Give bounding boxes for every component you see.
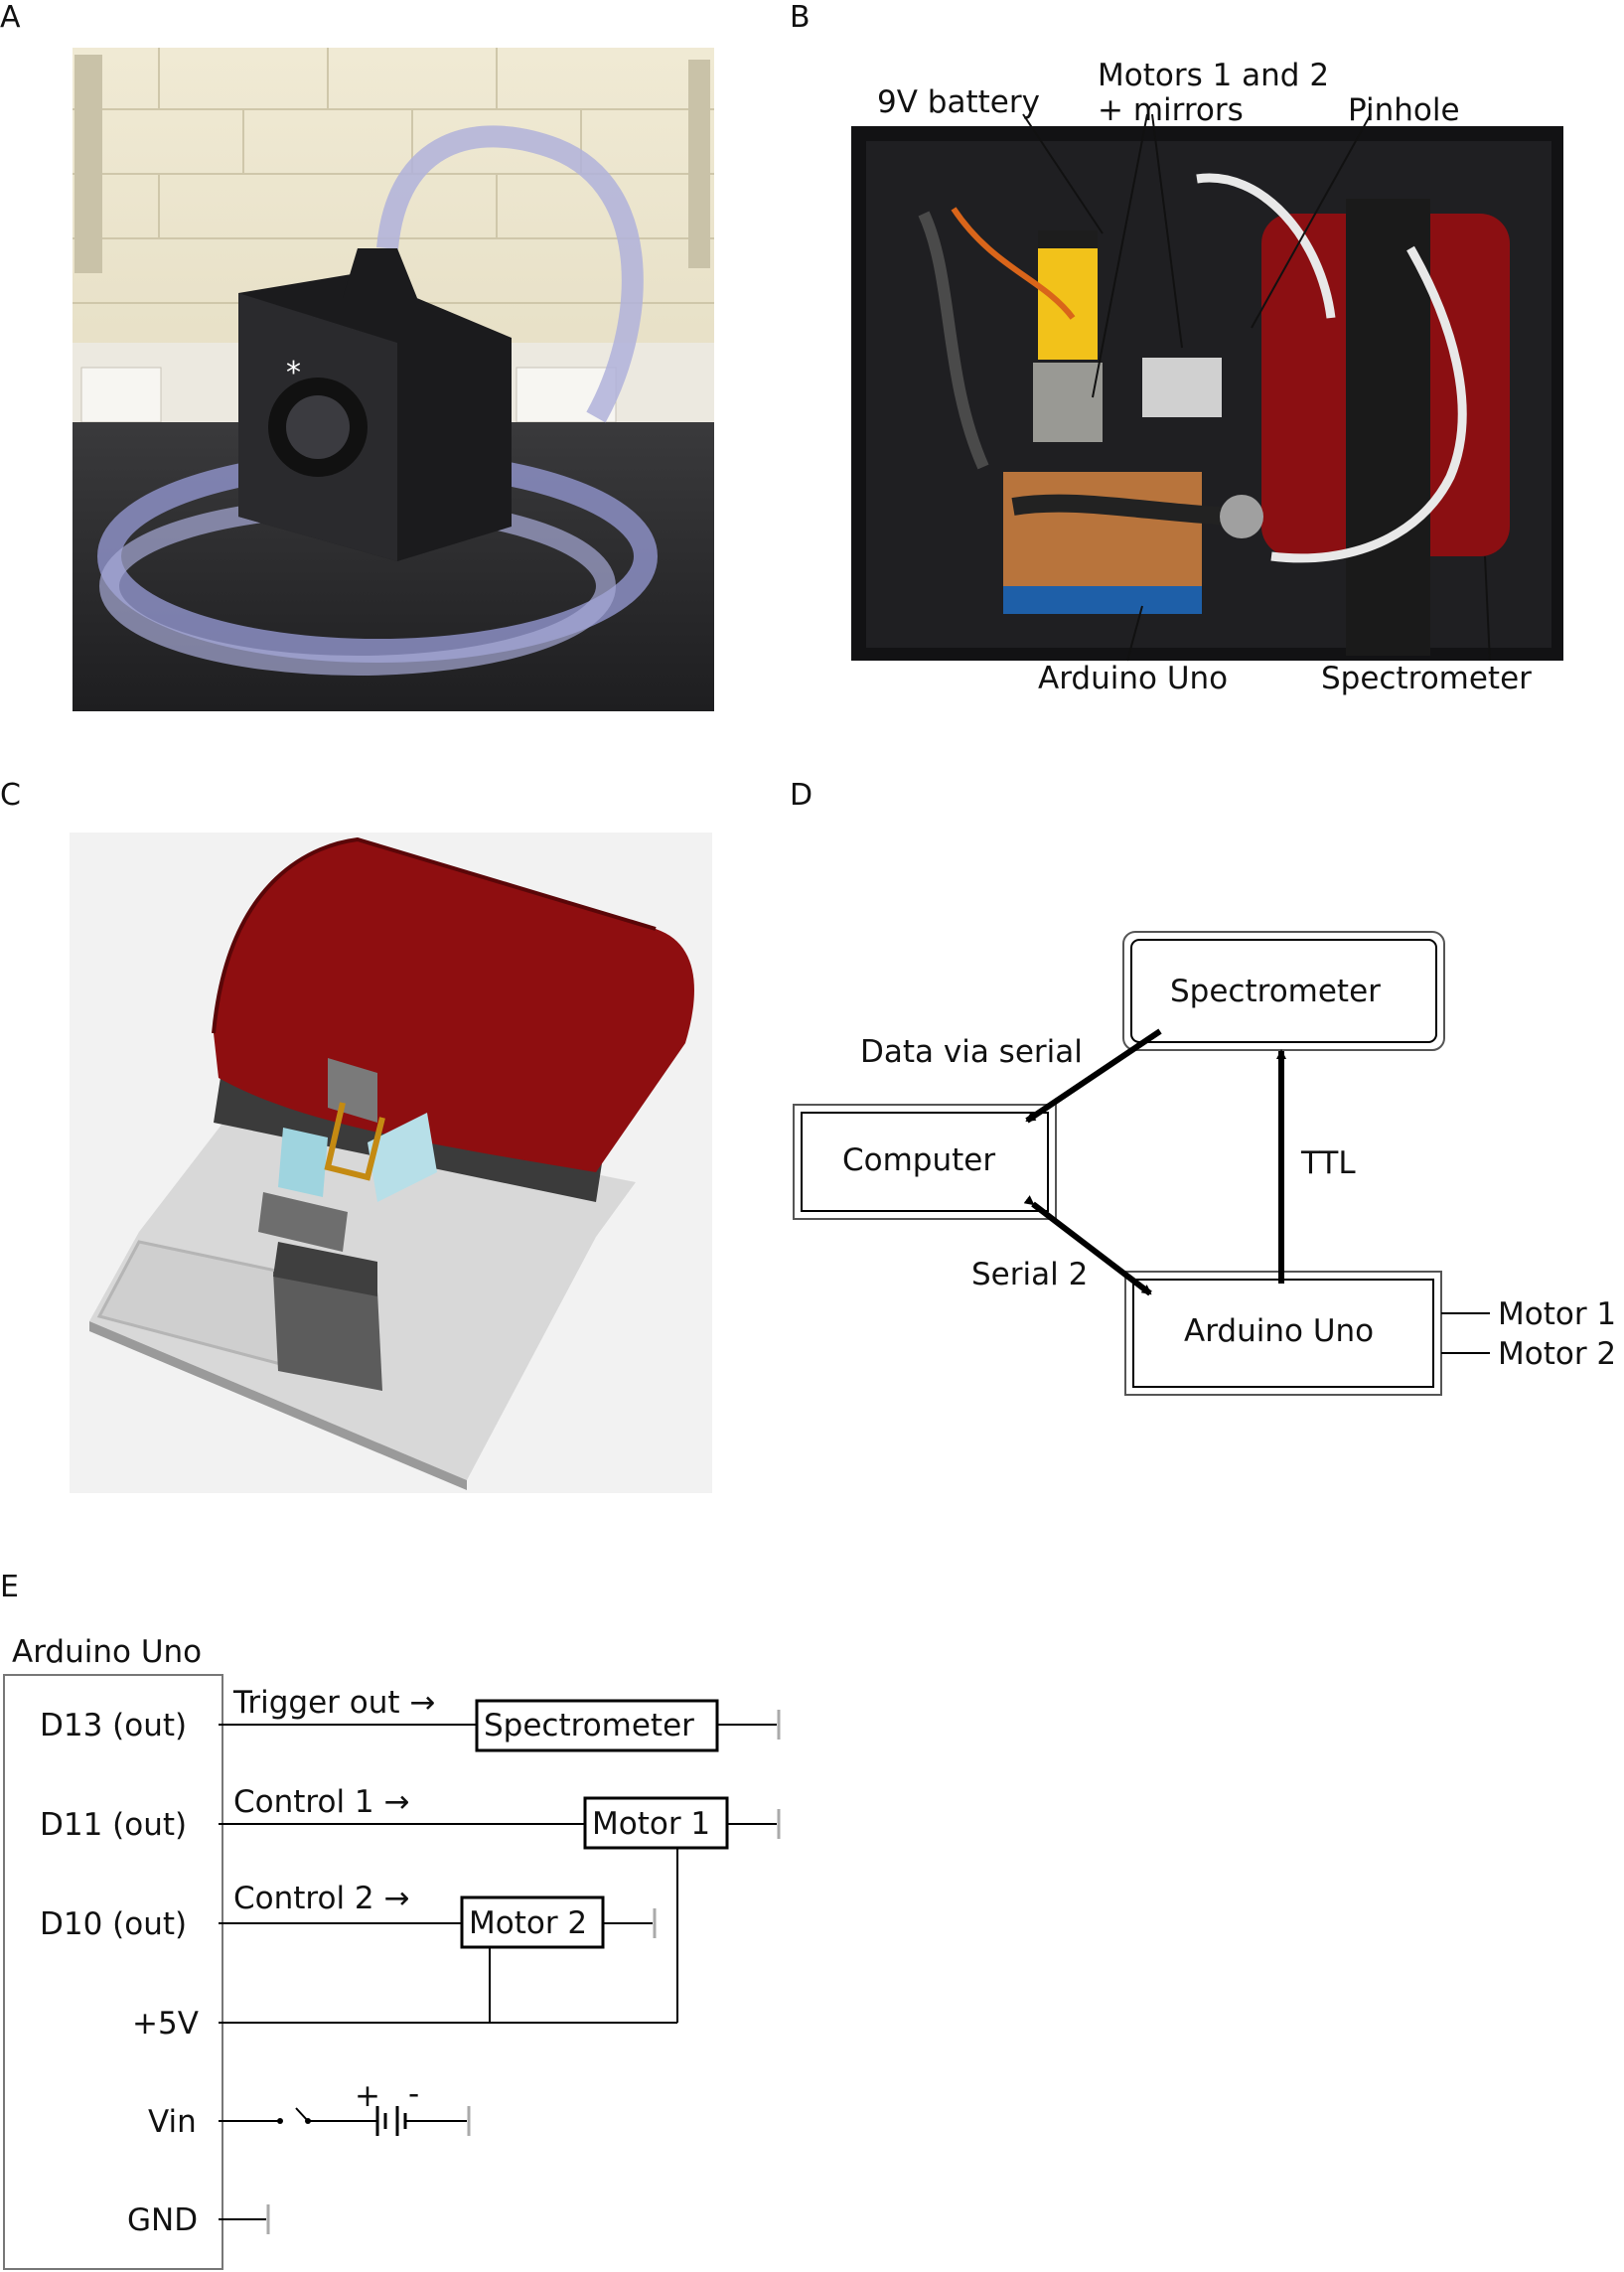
pin-d13: D13 (out)	[40, 1708, 188, 1743]
pin-gnd: GND	[127, 2202, 199, 2238]
battery-minus-label: -	[408, 2076, 420, 2112]
battery-label: 9V battery	[877, 84, 1040, 120]
arduino-board-outline	[3, 1674, 223, 2270]
spectrometer-photo-label: Spectrometer	[1321, 661, 1532, 696]
pinhole-label: Pinhole	[1348, 92, 1460, 128]
control1-label: Control 1 →	[233, 1784, 410, 1820]
motors-label-line1: Motors 1 and 2	[1098, 58, 1330, 93]
panel-d-letter: D	[790, 778, 813, 813]
trigger-out-label: Trigger out →	[233, 1685, 436, 1721]
control2-label: Control 2 →	[233, 1881, 410, 1916]
pin-vin: Vin	[148, 2104, 197, 2140]
serial2-label: Serial 2	[971, 1257, 1089, 1292]
motor1-out-label: Motor 1	[1498, 1296, 1617, 1332]
pin-5v: +5V	[132, 2006, 199, 2042]
motor2-out-label: Motor 2	[1498, 1336, 1617, 1372]
panel-b-letter: B	[790, 0, 811, 35]
pin-d10: D10 (out)	[40, 1906, 188, 1942]
ttl-label: TTL	[1301, 1145, 1356, 1181]
motor1-box-label: Motor 1	[592, 1806, 711, 1842]
panel-c-letter: C	[0, 778, 21, 813]
battery-plus-label: +	[355, 2078, 380, 2114]
arduino-block-label: Arduino Uno	[1184, 1313, 1375, 1349]
svg-text:*: *	[286, 356, 301, 390]
panel-a-letter: A	[0, 0, 21, 35]
panel-e-letter: E	[0, 1570, 19, 1604]
board-title: Arduino Uno	[12, 1634, 203, 1670]
motor2-box-label: Motor 2	[469, 1905, 588, 1941]
computer-block-label: Computer	[842, 1142, 996, 1178]
spectrometer-block-label: Spectrometer	[1170, 974, 1381, 1009]
pin-d11: D11 (out)	[40, 1807, 188, 1843]
arduino-photo-label: Arduino Uno	[1038, 661, 1229, 696]
data-via-serial-label: Data via serial	[860, 1034, 1083, 1070]
motors-label-line2: + mirrors	[1098, 92, 1244, 128]
spectrometer-box-label: Spectrometer	[484, 1708, 694, 1743]
